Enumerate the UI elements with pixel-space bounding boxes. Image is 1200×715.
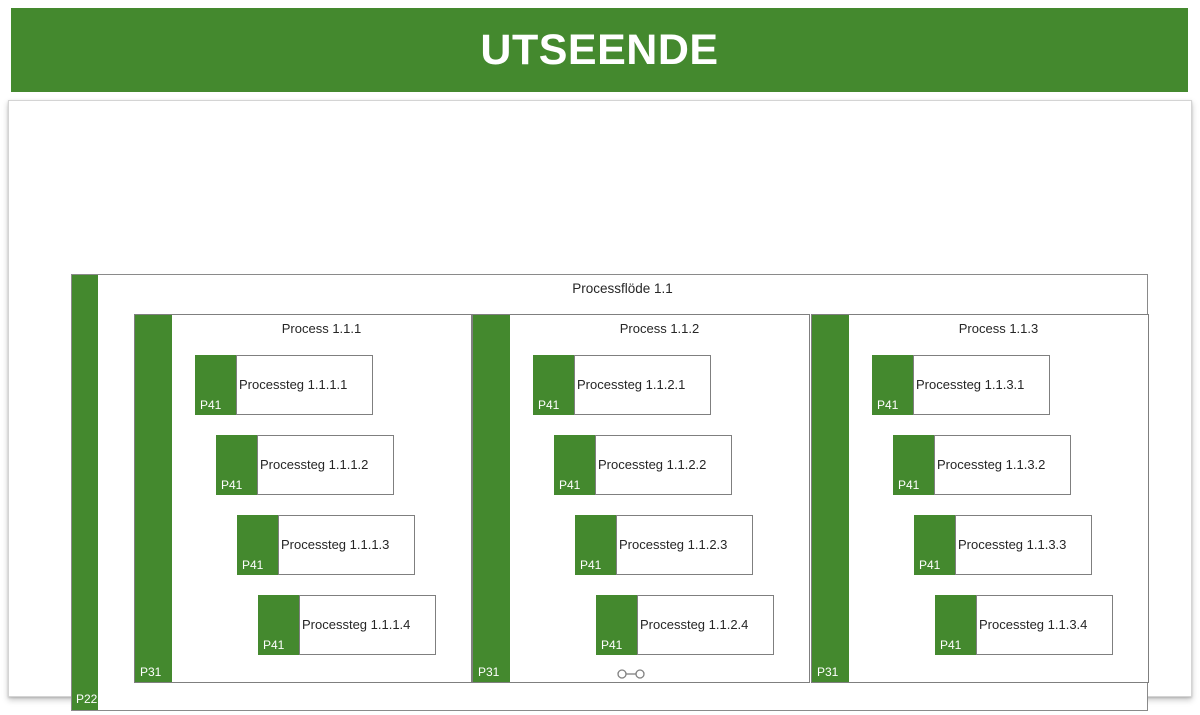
process-tab-1-1-2[interactable]: P31 — [473, 315, 510, 682]
process-tab-label: P31 — [478, 665, 500, 679]
process-step-row[interactable]: P41 Processteg 1.1.2.4 — [596, 595, 774, 655]
step-body[interactable]: Processteg 1.1.2.4 — [637, 595, 774, 655]
step-tab[interactable]: P41 — [914, 515, 955, 575]
step-label: Processteg 1.1.3.3 — [958, 537, 1067, 553]
process-step-row[interactable]: P41 Processteg 1.1.1.1 — [195, 355, 373, 415]
step-body[interactable]: Processteg 1.1.2.2 — [595, 435, 732, 495]
step-tab[interactable]: P41 — [216, 435, 257, 495]
connector-handle-icon[interactable] — [615, 667, 651, 681]
step-tab[interactable]: P41 — [237, 515, 278, 575]
title-banner: UTSEENDE — [11, 8, 1188, 92]
step-tab-label: P41 — [580, 558, 602, 572]
step-body[interactable]: Processteg 1.1.2.1 — [574, 355, 711, 415]
process-step-row[interactable]: P41 Processteg 1.1.3.1 — [872, 355, 1050, 415]
step-label: Processteg 1.1.2.3 — [619, 537, 728, 553]
step-label: Processteg 1.1.2.4 — [640, 617, 749, 633]
step-body[interactable]: Processteg 1.1.1.2 — [257, 435, 394, 495]
step-tab-label: P41 — [538, 398, 560, 412]
process-title: Process 1.1.3 — [958, 321, 1039, 336]
process-tab-1-1-3[interactable]: P31 — [812, 315, 849, 682]
step-body[interactable]: Processteg 1.1.1.4 — [299, 595, 436, 655]
process-tab-1-1-1[interactable]: P31 — [135, 315, 172, 682]
process-step-row[interactable]: P41 Processteg 1.1.3.3 — [914, 515, 1092, 575]
step-tab-label: P41 — [559, 478, 581, 492]
process-step-row[interactable]: P41 Processteg 1.1.1.4 — [258, 595, 436, 655]
process-box-1-1-1[interactable]: P31 Process 1.1.1 P41 Processteg 1.1.1.1… — [134, 314, 472, 683]
processflode-tab[interactable]: P22 — [72, 275, 98, 710]
process-step-row[interactable]: P41 Processteg 1.1.3.2 — [893, 435, 1071, 495]
processflode-title: Processflöde 1.1 — [572, 281, 673, 296]
step-tab-label: P41 — [221, 478, 243, 492]
step-tab[interactable]: P41 — [935, 595, 976, 655]
step-tab[interactable]: P41 — [596, 595, 637, 655]
step-tab-label: P41 — [940, 638, 962, 652]
step-label: Processteg 1.1.3.4 — [979, 617, 1088, 633]
page-title: UTSEENDE — [480, 25, 719, 74]
step-tab-label: P41 — [919, 558, 941, 572]
process-step-row[interactable]: P41 Processteg 1.1.1.2 — [216, 435, 394, 495]
step-label: Processteg 1.1.1.1 — [239, 377, 348, 393]
step-label: Processteg 1.1.3.1 — [916, 377, 1025, 393]
process-box-1-1-3[interactable]: P31 Process 1.1.3 P41 Processteg 1.1.3.1… — [811, 314, 1149, 683]
process-step-row[interactable]: P41 Processteg 1.1.2.1 — [533, 355, 711, 415]
process-step-row[interactable]: P41 Processteg 1.1.1.3 — [237, 515, 415, 575]
step-label: Processteg 1.1.2.1 — [577, 377, 686, 393]
step-body[interactable]: Processteg 1.1.3.1 — [913, 355, 1050, 415]
step-tab-label: P41 — [898, 478, 920, 492]
step-tab-label: P41 — [263, 638, 285, 652]
process-title: Process 1.1.1 — [281, 321, 362, 336]
step-tab[interactable]: P41 — [554, 435, 595, 495]
process-step-row[interactable]: P41 Processteg 1.1.3.4 — [935, 595, 1113, 655]
processflode-tab-label: P22 — [76, 692, 98, 706]
step-tab[interactable]: P41 — [893, 435, 934, 495]
step-body[interactable]: Processteg 1.1.3.4 — [976, 595, 1113, 655]
step-label: Processteg 1.1.1.4 — [302, 617, 411, 633]
step-label: Processteg 1.1.1.3 — [281, 537, 390, 553]
step-body[interactable]: Processteg 1.1.1.1 — [236, 355, 373, 415]
process-box-1-1-2[interactable]: P31 Process 1.1.2 P41 Processteg 1.1.2.1… — [472, 314, 810, 683]
step-tab-label: P41 — [877, 398, 899, 412]
step-tab[interactable]: P41 — [575, 515, 616, 575]
process-step-row[interactable]: P41 Processteg 1.1.2.2 — [554, 435, 732, 495]
step-body[interactable]: Processteg 1.1.3.3 — [955, 515, 1092, 575]
step-body[interactable]: Processteg 1.1.1.3 — [278, 515, 415, 575]
step-tab-label: P41 — [242, 558, 264, 572]
step-tab-label: P41 — [601, 638, 623, 652]
slide-canvas[interactable]: P22 Processflöde 1.1 P31 Process 1.1.1 P… — [8, 100, 1192, 711]
step-tab[interactable]: P41 — [533, 355, 574, 415]
process-title: Process 1.1.2 — [619, 321, 700, 336]
step-label: Processteg 1.1.1.2 — [260, 457, 369, 473]
step-tab-label: P41 — [200, 398, 222, 412]
step-tab[interactable]: P41 — [258, 595, 299, 655]
process-tab-label: P31 — [817, 665, 839, 679]
step-tab[interactable]: P41 — [872, 355, 913, 415]
process-tab-label: P31 — [140, 665, 162, 679]
step-body[interactable]: Processteg 1.1.2.3 — [616, 515, 753, 575]
step-label: Processteg 1.1.2.2 — [598, 457, 707, 473]
process-step-row[interactable]: P41 Processteg 1.1.2.3 — [575, 515, 753, 575]
step-label: Processteg 1.1.3.2 — [937, 457, 1046, 473]
processflode-container[interactable]: P22 Processflöde 1.1 P31 Process 1.1.1 P… — [71, 274, 1149, 711]
step-tab[interactable]: P41 — [195, 355, 236, 415]
step-body[interactable]: Processteg 1.1.3.2 — [934, 435, 1071, 495]
